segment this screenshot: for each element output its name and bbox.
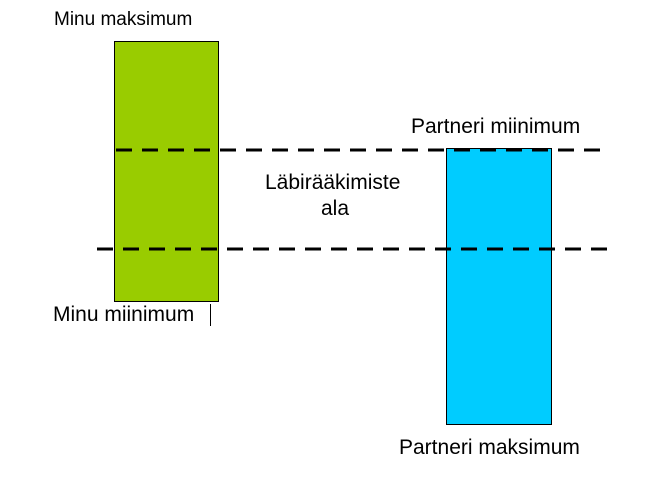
my-minimum-label: Minu miinimum bbox=[53, 303, 195, 326]
partner-minimum-label: Partneri miinimum bbox=[411, 115, 581, 138]
partner-range-bar bbox=[446, 148, 552, 425]
partner-maximum-label: Partneri maksimum bbox=[399, 436, 580, 459]
my-maximum-label: Minu maksimum bbox=[54, 9, 193, 30]
negotiation-zone-label: Läbirääkimiste ala bbox=[265, 170, 400, 222]
my-range-bar bbox=[114, 41, 219, 302]
negotiation-zone-label-line1: Läbirääkimiste bbox=[265, 171, 401, 194]
text-cursor bbox=[210, 304, 211, 326]
negotiation-zone-label-line2: ala bbox=[321, 197, 350, 220]
